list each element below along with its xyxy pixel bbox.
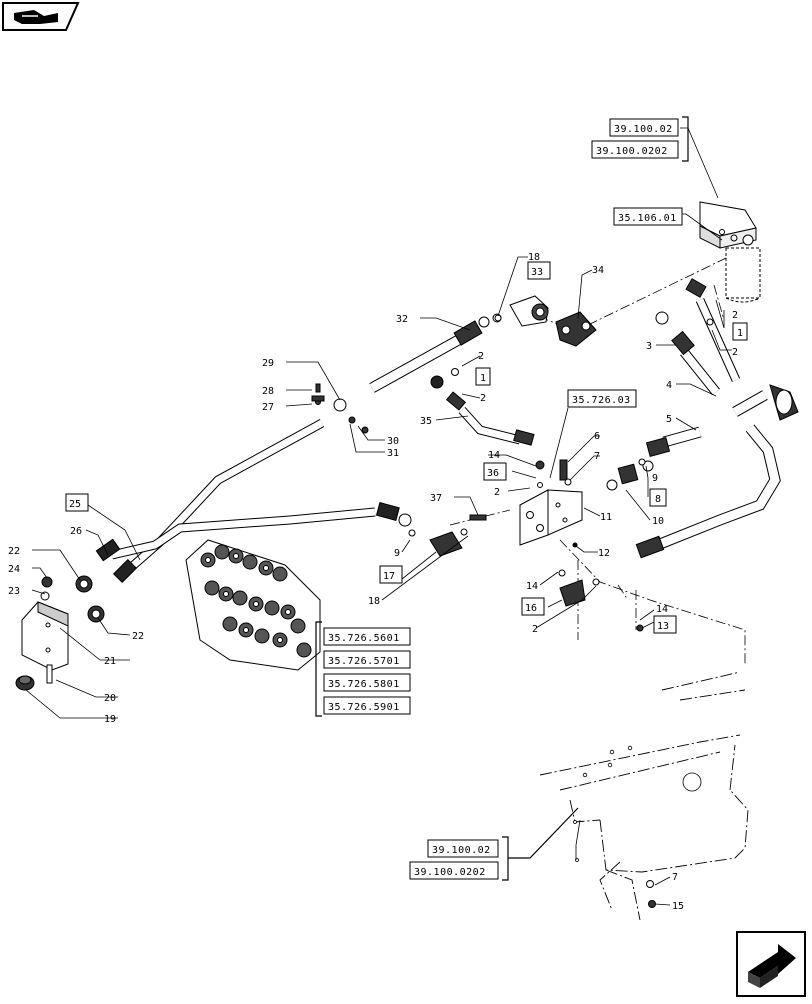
book-hand-icon[interactable] — [2, 2, 80, 31]
part-label-3: 3 — [646, 341, 652, 352]
part-label-10: 10 — [652, 516, 664, 527]
part-label-35: 35 — [420, 416, 432, 427]
boxed-part-36: 36 — [487, 468, 499, 479]
boxed-part-labels: 1 1 8 13 16 17 25 33 36 — [69, 267, 743, 632]
boxed-part-33: 33 — [531, 267, 543, 278]
part-label-18a: 18 — [528, 252, 540, 263]
hose-ends-25 — [95, 502, 412, 584]
fitting-34 — [555, 311, 597, 347]
big-hose-ends — [635, 384, 799, 559]
routing-lines — [449, 257, 746, 665]
ref-valve-list-1: 35.726.5601 — [328, 633, 400, 644]
hose-3-ends — [655, 278, 707, 356]
part-label-30: 30 — [387, 436, 399, 447]
hose-5 — [645, 426, 702, 457]
boxed-part-16: 16 — [525, 603, 537, 614]
leader-lines — [25, 127, 732, 906]
part-label-12: 12 — [598, 548, 610, 559]
part-label-2b: 2 — [480, 393, 486, 404]
reference-brackets — [315, 116, 689, 881]
ref-valve-block: 35.726.03 — [572, 395, 631, 406]
filter-assembly — [699, 201, 761, 303]
ref-top-a: 39.100.02 — [614, 124, 673, 135]
ref-valve-list-4: 35.726.5901 — [328, 702, 400, 713]
part-label-4: 4 — [666, 380, 672, 391]
part-label-29: 29 — [262, 358, 274, 369]
part-label-2c: 2 — [732, 310, 738, 321]
part-label-2f: 2 — [532, 624, 538, 635]
part-label-6: 6 — [594, 431, 600, 442]
boxed-part-1a: 1 — [480, 373, 486, 384]
boxed-part-25: 25 — [69, 499, 81, 510]
part-label-2a: 2 — [478, 351, 484, 362]
reference-boxes — [323, 118, 683, 880]
part-label-14a: 14 — [488, 450, 500, 461]
ref-bottom-b: 39.100.0202 — [414, 867, 486, 878]
boxed-part-13: 13 — [657, 621, 669, 632]
part-label-20: 20 — [104, 693, 116, 704]
part-label-28: 28 — [262, 386, 274, 397]
fitting-33 — [509, 295, 549, 327]
ref-valve-list-3: 35.726.5801 — [328, 679, 400, 690]
control-valve-stack — [185, 539, 321, 671]
part-label-31: 31 — [387, 448, 399, 459]
fitting-10 — [606, 460, 654, 491]
part-label-19: 19 — [104, 714, 116, 725]
part-label-21: 21 — [104, 656, 116, 667]
hose-35-ends — [430, 375, 535, 446]
small-fittings — [315, 314, 714, 908]
left-bracket-21 — [21, 601, 69, 671]
part-labels: 2 2 2 2 2 2 3 4 5 6 7 7 9 9 10 11 12 14 … — [8, 252, 738, 912]
boxed-part-8: 8 — [655, 494, 661, 505]
hose-35 — [458, 406, 522, 445]
chassis-frame — [539, 671, 749, 921]
part-label-2e: 2 — [494, 487, 500, 498]
big-hose — [657, 390, 781, 550]
reference-texts: 39.100.02 39.100.0202 35.106.01 35.726.0… — [328, 124, 677, 878]
part-label-34: 34 — [592, 265, 604, 276]
part-label-14b: 14 — [526, 581, 538, 592]
part-label-18b: 18 — [368, 596, 380, 607]
part-label-5: 5 — [666, 414, 672, 425]
part-label-9a: 9 — [652, 473, 658, 484]
boxed-part-1b: 1 — [737, 328, 743, 339]
part-label-23: 23 — [8, 586, 20, 597]
part-label-32: 32 — [396, 314, 408, 325]
part-label-14c: 14 — [656, 604, 668, 615]
part-label-24: 24 — [8, 564, 20, 575]
part-label-11: 11 — [600, 512, 612, 523]
ref-filter: 35.106.01 — [618, 213, 677, 224]
part-label-7a: 7 — [594, 451, 600, 462]
ref-top-b: 39.100.0202 — [596, 146, 668, 157]
boxed-part-17: 17 — [383, 571, 395, 582]
chassis-holes — [573, 745, 702, 862]
part-label-37: 37 — [430, 493, 442, 504]
part-label-26: 26 — [70, 526, 82, 537]
ref-valve-list-2: 35.726.5701 — [328, 656, 400, 667]
hose-3-4 — [680, 298, 741, 396]
part-label-22a: 22 — [8, 546, 20, 557]
left-fittings — [15, 575, 105, 691]
hose-pair-25 — [110, 419, 376, 574]
part-label-2d: 2 — [732, 347, 738, 358]
boxed-part-frames — [65, 261, 748, 634]
valve-bracket-11 — [519, 459, 583, 548]
part-label-9b: 9 — [394, 548, 400, 559]
part-label-15: 15 — [672, 901, 684, 912]
part-label-22b: 22 — [132, 631, 144, 642]
ref-bottom-a: 39.100.02 — [432, 845, 491, 856]
part-label-7b: 7 — [672, 872, 678, 883]
parts-27-31 — [311, 383, 325, 402]
part-label-27: 27 — [262, 402, 274, 413]
next-page-arrow-icon[interactable] — [736, 931, 806, 997]
